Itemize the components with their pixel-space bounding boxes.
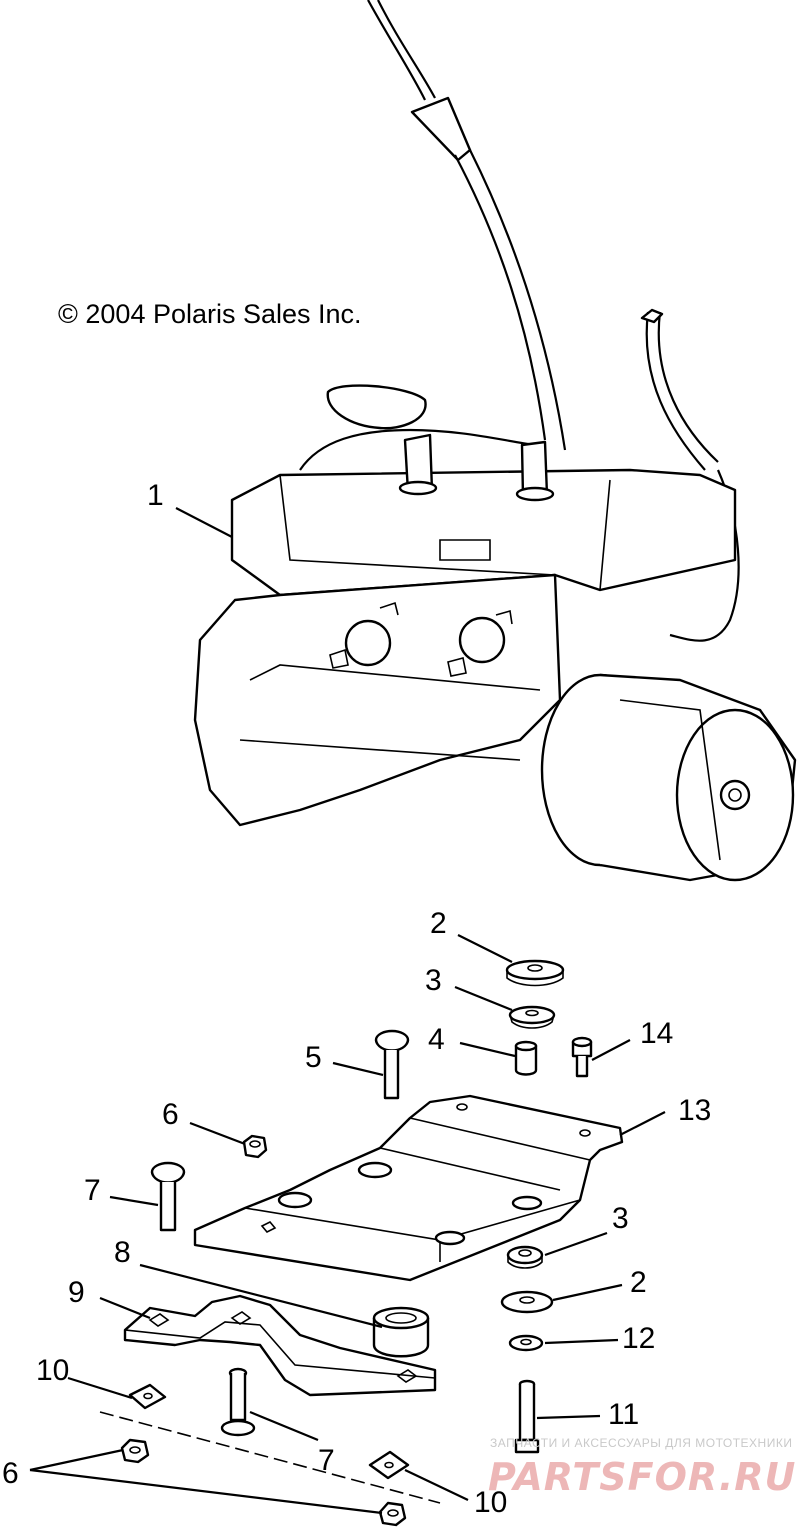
part-13-engine-mount-plate (193, 1094, 624, 1282)
callouts: 1 2 3 4 5 14 6 13 7 3 8 2 9 12 10 11 7 6… (2, 479, 711, 1519)
part-6-nut-left (120, 1438, 150, 1464)
part-2-grommet-top (505, 959, 565, 987)
part-10-square-washer-bottom (368, 1450, 410, 1480)
part-6-nut-right (378, 1501, 407, 1527)
part-11-bolt (514, 1379, 540, 1454)
callout-10-top: 10 (36, 1354, 69, 1387)
callout-7-bottom: 7 (318, 1444, 335, 1477)
part-6-nut-top (242, 1134, 268, 1159)
callout-1: 1 (147, 479, 164, 512)
part-9-mount-bracket (123, 1294, 437, 1397)
part-12-washer (508, 1334, 544, 1352)
callout-3-top: 3 (425, 964, 442, 997)
callout-5: 5 (305, 1041, 322, 1074)
callout-4: 4 (428, 1023, 445, 1056)
part-14-bolt (571, 1036, 593, 1078)
engine-assembly (193, 0, 797, 882)
callout-10-bottom: 10 (474, 1486, 507, 1519)
leader-lines (29, 507, 666, 1515)
center-line (99, 1411, 441, 1504)
part-3-grommet-top (508, 1005, 556, 1029)
callout-12: 12 (622, 1322, 655, 1355)
part-2-grommet-bottom (500, 1290, 554, 1314)
part-7-carriage-bolt-bottom (220, 1367, 256, 1437)
watermark: ЗАПЧАСТИ И АКСЕССУАРЫ ДЛЯ МОТОТЕХНИКИ PA… (488, 1436, 796, 1499)
callout-9: 9 (68, 1276, 85, 1309)
part-7-carriage-bolt-top (150, 1161, 186, 1232)
callout-11: 11 (608, 1398, 639, 1431)
part-10-square-washer-top (128, 1383, 167, 1410)
part-4-spacer (514, 1040, 538, 1076)
callout-2-bottom: 2 (630, 1266, 647, 1299)
callout-8: 8 (114, 1236, 131, 1269)
part-3-grommet-bottom (506, 1245, 544, 1269)
part-5-carriage-bolt (374, 1029, 410, 1100)
watermark-tagline: ЗАПЧАСТИ И АКСЕССУАРЫ ДЛЯ МОТОТЕХНИКИ (490, 1436, 792, 1450)
watermark-brand: PARTSFOR.RU (488, 1455, 796, 1499)
copyright-text: © 2004 Polaris Sales Inc. (58, 299, 362, 329)
callout-3-bottom: 3 (612, 1202, 629, 1235)
callout-13: 13 (678, 1094, 711, 1127)
callout-6-top: 6 (162, 1098, 179, 1131)
callout-7-top: 7 (84, 1174, 101, 1207)
callout-6-bottom: 6 (2, 1457, 19, 1490)
part-8-bushing (372, 1306, 430, 1358)
callout-2-top: 2 (430, 907, 447, 940)
callout-14: 14 (640, 1017, 673, 1050)
